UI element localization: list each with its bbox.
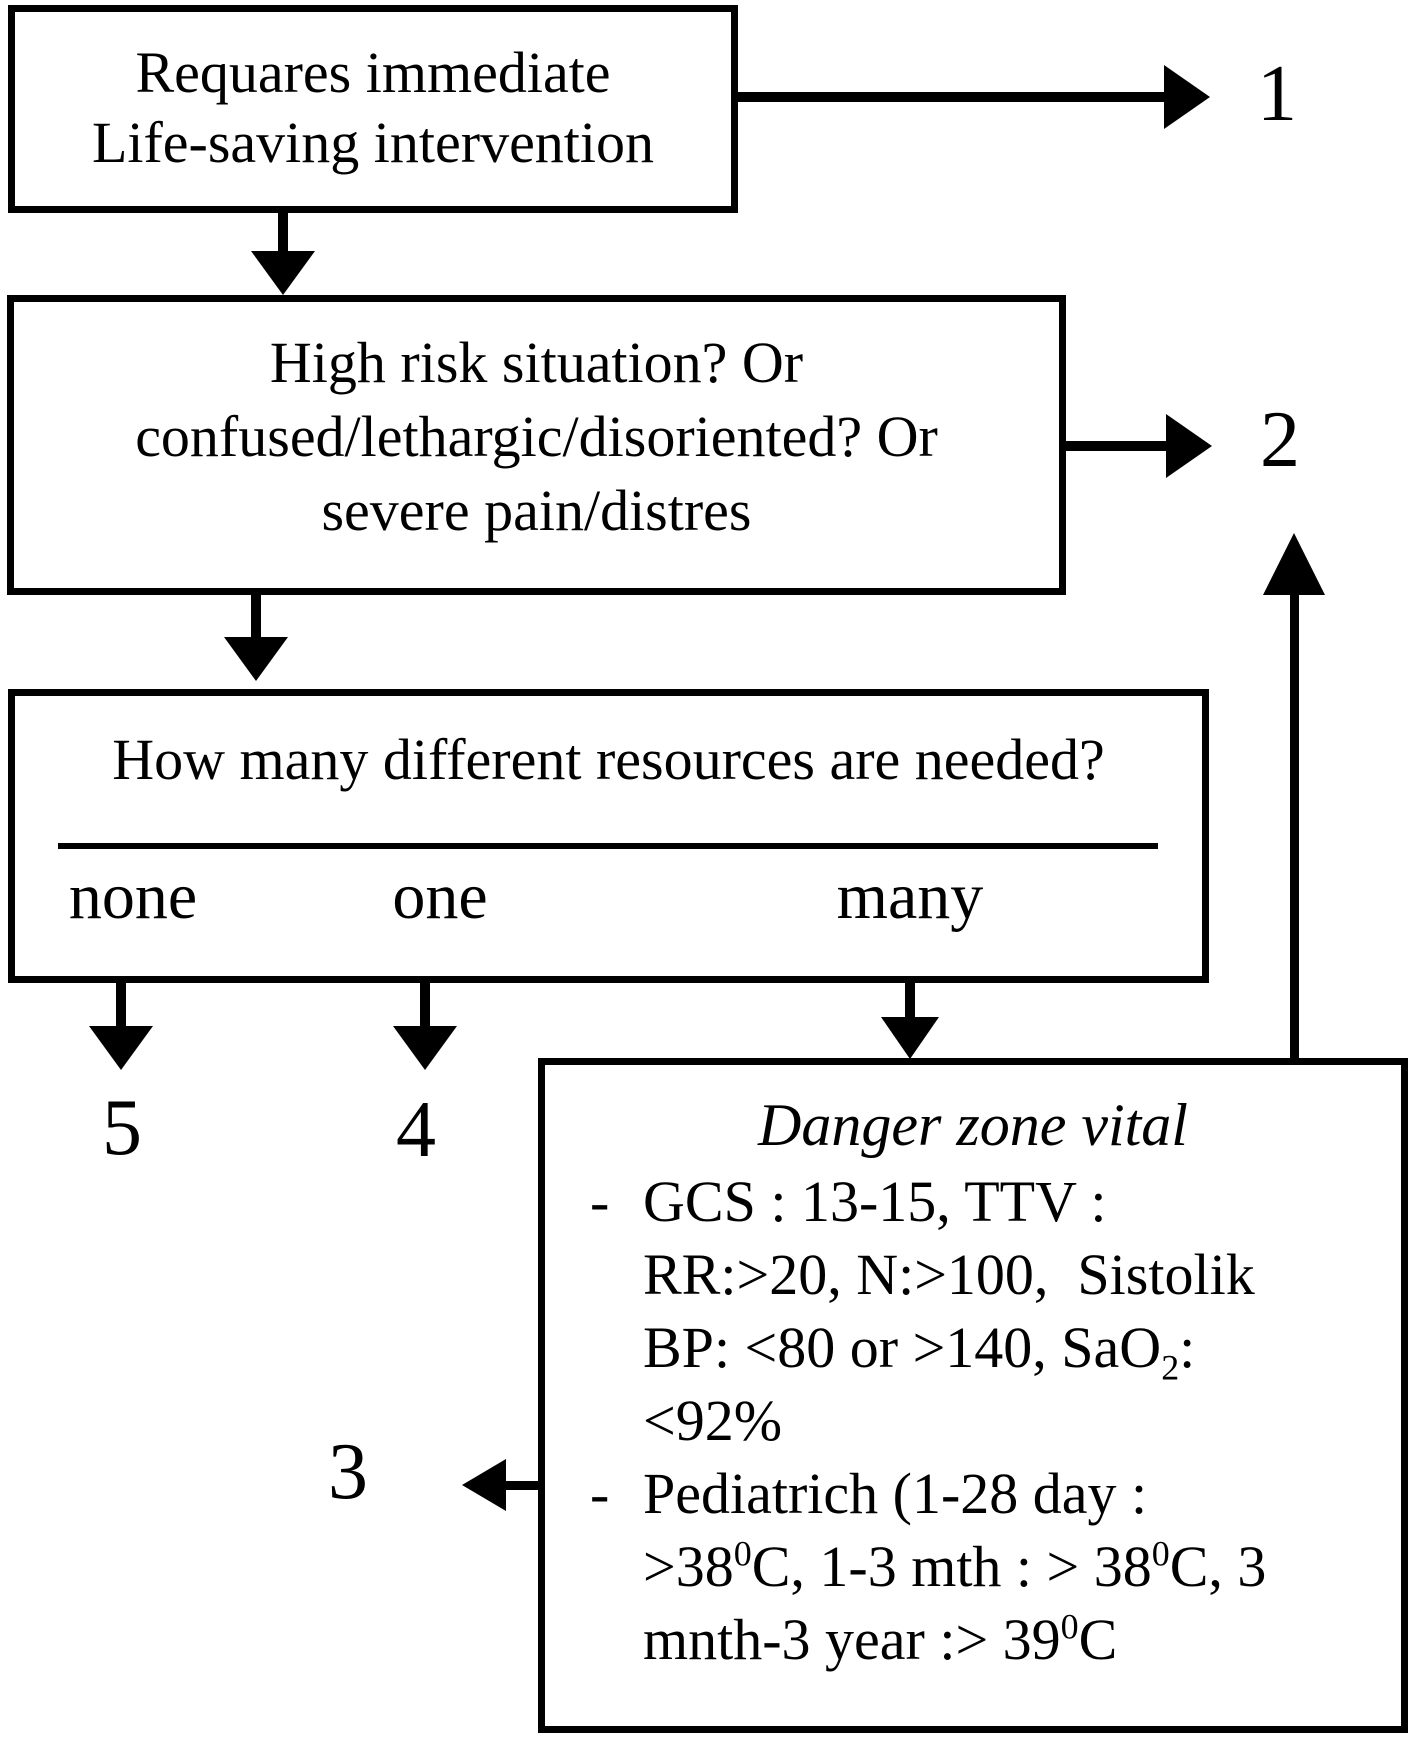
node-danger-zone-vitals: Danger zone vital -GCS : 13-15, TTV :RR:… [538,1058,1408,1733]
node-text-line: confused/lethargic/disoriented? Or [135,404,938,469]
danger-zone-line: -Pediatrich (1-28 day : [590,1457,1389,1530]
node-text-line: severe pain/distres [321,478,752,543]
arrowhead-right-icon [1164,65,1210,129]
arrow-danger-to-level-3-stem [505,1481,538,1490]
arrow-danger-to-level-2-stem [1290,593,1299,1058]
danger-zone-line: >380C, 1-3 mth : > 380C, 3 [590,1530,1389,1603]
arrowhead-up-icon [1263,533,1325,595]
danger-zone-list: -GCS : 13-15, TTV :RR:>20, N:>100, Sisto… [590,1165,1389,1676]
arrow-many-to-danger-stem [905,983,915,1018]
danger-zone-line-text: GCS : 13-15, TTV : [643,1169,1107,1234]
esi-level-3-label: 3 [328,1428,368,1516]
connector-box2-box3-stem [251,595,261,639]
arrowhead-right-icon [1166,414,1212,478]
resource-option-none: none [68,860,198,933]
esi-level-4-label: 4 [396,1086,436,1174]
arrowhead-left-icon [462,1459,506,1511]
danger-zone-bullet [590,1311,643,1384]
connector-box1-box2-stem [278,213,288,253]
danger-zone-bullet: - [590,1169,610,1234]
danger-zone-line: RR:>20, N:>100, Sistolik [590,1238,1389,1311]
danger-zone-title: Danger zone vital [758,1092,1188,1158]
arrow-none-to-level-5-stem [116,983,126,1027]
node-text-line: Life-saving intervention [91,110,655,175]
resource-option-many: many [836,860,984,933]
resources-question-text: How many different resources are needed? [112,727,1105,792]
arrowhead-down-icon [224,637,288,681]
danger-zone-line-text: >380C, 1-3 mth : > 380C, 3 [643,1533,1267,1599]
esi-level-1-label: 1 [1257,50,1297,138]
arrow-to-level-1-stem [738,92,1165,102]
danger-zone-line-text: <92% [643,1388,783,1453]
danger-zone-line: -GCS : 13-15, TTV : [590,1165,1389,1238]
esi-level-2-label: 2 [1260,396,1300,484]
arrowhead-down-icon [881,1017,939,1059]
esi-level-5-label: 5 [102,1084,142,1172]
arrowhead-down-icon [89,1026,153,1070]
node-high-risk: High risk situation? Or confused/letharg… [7,295,1066,595]
arrow-one-to-level-4-stem [420,983,430,1027]
node-resources-question: How many different resources are needed?… [8,689,1209,983]
node-text-line: High risk situation? Or [269,330,804,395]
node-text-line: Requares immediate [135,40,611,105]
danger-zone-bullet [590,1238,643,1311]
resources-divider-line [58,843,1158,849]
arrow-to-level-2-stem [1066,441,1166,451]
arrowhead-down-icon [393,1026,457,1070]
danger-zone-line: BP: <80 or >140, SaO2: [590,1311,1389,1388]
danger-zone-line-text: RR:>20, N:>100, Sistolik [643,1242,1255,1307]
resource-option-one: one [392,860,488,933]
arrowhead-down-icon [251,251,315,295]
danger-zone-line-text: BP: <80 or >140, SaO2: [643,1315,1196,1388]
danger-zone-line-text: mnth-3 year :> 390C [643,1606,1118,1672]
danger-zone-line: mnth-3 year :> 390C [590,1603,1389,1676]
danger-zone-bullet: - [590,1461,610,1526]
danger-zone-bullet [590,1384,643,1457]
node-lifesaving-intervention: Requares immediate Life-saving intervent… [8,5,738,213]
danger-zone-line-text: Pediatrich (1-28 day : [643,1461,1148,1526]
danger-zone-line: <92% [590,1384,1389,1457]
danger-zone-bullet [590,1530,643,1603]
danger-zone-bullet [590,1603,643,1676]
